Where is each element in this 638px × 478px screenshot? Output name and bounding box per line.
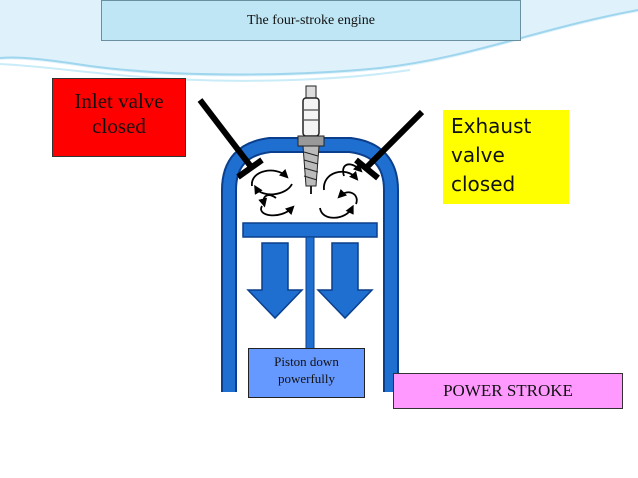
piston-label-box: Piston down powerfully — [248, 348, 365, 398]
down-arrow-icon — [246, 242, 304, 320]
inlet-label-line-2: closed — [92, 114, 146, 138]
exhaust-valve-label-box: Exhaust valve closed — [443, 110, 569, 204]
title-box: The four-stroke engine — [101, 0, 521, 41]
inlet-valve-label-box: Inlet valve closed — [52, 78, 186, 157]
spark-plug-icon — [297, 85, 325, 194]
stroke-label-box: POWER STROKE — [393, 373, 623, 409]
exhaust-label-line-1: Exhaust — [451, 114, 532, 138]
connecting-rod — [305, 236, 315, 350]
inlet-label-line-1: Inlet valve — [74, 89, 164, 113]
exhaust-valve-rod-icon — [354, 109, 425, 181]
piston-label-line-2: powerfully — [277, 371, 336, 386]
piston-head — [242, 222, 378, 238]
slide-title: The four-stroke engine — [246, 12, 375, 28]
down-arrow-icon — [316, 242, 374, 320]
swirl-arrow-icon — [251, 163, 363, 219]
exhaust-label-line-2: valve — [451, 143, 505, 167]
exhaust-label-line-3: closed — [451, 172, 516, 196]
inlet-valve-rod-icon — [197, 98, 264, 180]
piston-label-line-1: Piston down — [274, 354, 339, 369]
stroke-label: POWER STROKE — [443, 381, 573, 400]
